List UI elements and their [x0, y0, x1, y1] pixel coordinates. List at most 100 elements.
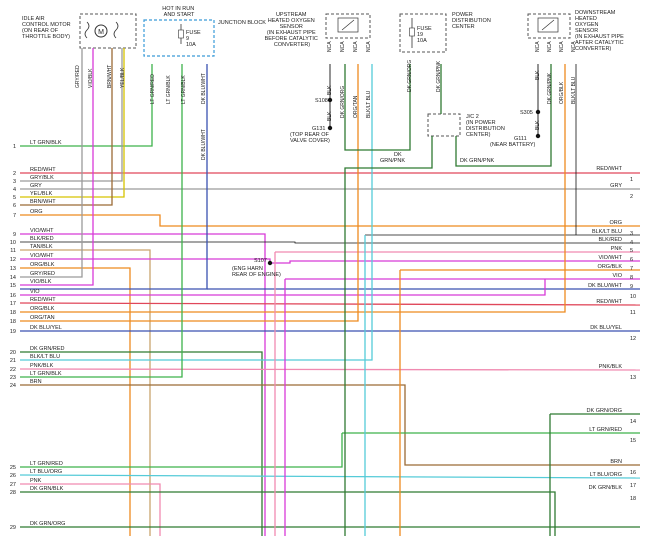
- label-dk-grn-pnk-right: DK GRN/PNK: [460, 158, 495, 164]
- pdc-fuse-number: 19: [417, 32, 423, 38]
- jc2-label-4: CENTER): [466, 132, 491, 138]
- left-pin-number: 5: [13, 195, 16, 201]
- coil-icon: [84, 21, 90, 39]
- idle-motor-label-1: IDLE AIR: [22, 16, 45, 22]
- right-pin-number: 15: [630, 438, 636, 444]
- svg-text:IDLE AIR CONTROL MOTOR: IDLE AIR CONTROL MOTOR (ON REAR OF THROT…: [22, 16, 72, 40]
- wire-vio-16: [20, 279, 546, 296]
- right-pin-number: 16: [630, 470, 636, 476]
- ground-dot: [327, 125, 333, 131]
- left-pin-number: 10: [10, 240, 16, 246]
- right-wire-label: ORG/BLK: [598, 264, 623, 270]
- right-pin-number: 13: [630, 375, 636, 381]
- left-wire-label: RED/WHT: [30, 167, 56, 173]
- wire-gry-red: [20, 48, 83, 278]
- splice-s108: S108: [315, 97, 333, 104]
- svg-text:G111 (NEAR BATTERY): G111 (NEAR BATTERY): [490, 136, 535, 148]
- motor-symbol-label: M: [98, 29, 104, 36]
- downstream-heated-oxygen-sensor: DOWNSTREAM HEATED OXYGEN SENSOR (IN EXHA…: [527, 10, 625, 52]
- left-pin-number: 25: [10, 465, 16, 471]
- right-wire-label: LT BLU/ORG: [590, 472, 622, 478]
- wire-vio-wht-12: [20, 258, 640, 264]
- vertical-labels: GRY/RED VIO/BLK BRN/WHT YEL/BLK LT GRN/R…: [75, 41, 577, 160]
- left-wire-label: TAN/BLK: [30, 244, 53, 250]
- jb-fuse-label: FUSE: [186, 30, 201, 36]
- idle-air-control-motor: M IDLE AIR CONTROL MOTOR (ON REAR OF THR…: [22, 13, 137, 49]
- wire-org-blk-13: [20, 267, 131, 536]
- left-pin-number: 14: [10, 275, 16, 281]
- left-pin-number: 7: [13, 213, 16, 219]
- left-wire-label: GRY: [30, 183, 42, 189]
- fuse-icon: [178, 24, 184, 44]
- label-dk-grn-pnk-1: DK: [394, 152, 402, 158]
- vlabel-lt-grn-red: LT GRN/RED: [150, 74, 156, 104]
- left-wire-label: ORG/BLK: [30, 306, 55, 312]
- downstream-label-2: HEATED: [575, 16, 597, 22]
- left-wire-label: PNK: [30, 478, 42, 484]
- label-dk-grn-pnk-2: GRN/PNK: [380, 158, 405, 164]
- downstream-label-4: SENSOR: [575, 28, 598, 34]
- wire-blk-red: [20, 241, 640, 244]
- wire-blk-lt-blu-21: [20, 64, 373, 361]
- jc2-label-3: DISTRIBUTION: [466, 126, 505, 132]
- downstream-pin-2: NCA: [547, 41, 553, 52]
- splice-s107: S107 (ENG HARN REAR OF ENGINE): [232, 258, 281, 278]
- downstream-label-7: CONVERTER): [575, 46, 611, 52]
- fuse-icon: [409, 18, 415, 48]
- wire-pnk-blk: [19, 368, 641, 371]
- right-pin-number: 11: [630, 310, 636, 316]
- jb-fuse-number: 9: [186, 36, 189, 42]
- wire-gry-blk: [20, 48, 123, 182]
- left-pin-number: 27: [10, 482, 16, 488]
- right-pin-number: 3: [630, 231, 633, 237]
- splice-dot: [327, 97, 333, 103]
- vlabel-lt-grn-blk-b: LT GRN/BLK: [181, 75, 187, 104]
- left-pin-number: 29: [10, 525, 16, 531]
- left-pin-number: 6: [13, 203, 16, 209]
- right-wire-label: DK BLU/YEL: [590, 325, 622, 331]
- left-pin-number: 23: [10, 375, 16, 381]
- sensor-icon: [541, 19, 555, 31]
- left-wire-label: VIO/WHT: [30, 228, 54, 234]
- vlabel-brn-wht: BRN/WHT: [107, 65, 113, 88]
- left-pin-number: 21: [10, 358, 16, 364]
- junction-block: HOT IN RUN AND START JUNCTION BLOCK FUSE…: [143, 6, 266, 57]
- vlabel-dk-blu-wht-lower: DK BLU/WHT: [201, 129, 207, 160]
- svg-text:DOWNSTREAM HEATED: DOWNSTREAM HEATED OXYGEN SENSOR (IN EXHA…: [575, 10, 625, 52]
- wire-jc2-dk-grn-pnk: [344, 136, 433, 536]
- right-wire-label: BLK/LT BLU: [592, 229, 622, 235]
- power-distribution-center: FUSE 19 10A POWER DISTRIBUTION CENTER: [399, 12, 491, 53]
- left-pin-number: 13: [10, 266, 16, 272]
- left-pin-number: 1: [13, 144, 16, 150]
- wire-org: [20, 214, 640, 227]
- sensor-icon: [341, 19, 355, 31]
- upstream-label-2: HEATED OXYGEN: [268, 18, 315, 24]
- upstream-label-1: UPSTREAM: [276, 12, 307, 18]
- vlabel-lt-grn-blk-a: LT GRN/BLK: [166, 75, 172, 104]
- left-pin-number: 4: [13, 187, 16, 193]
- right-pin-number: 12: [630, 336, 636, 342]
- g131-label: G131: [312, 126, 325, 132]
- left-pin-number: 24: [10, 383, 16, 389]
- right-wire-label: VIO: [613, 273, 623, 279]
- right-pin-number: 10: [630, 294, 636, 300]
- vlabel-pdc-dk-grn-pnk: DK GRN/PNK: [436, 60, 442, 92]
- left-pin-number: 15: [10, 283, 16, 289]
- junction-block-title: JUNCTION BLOCK: [218, 20, 266, 26]
- pdc-label-2: DISTRIBUTION: [452, 18, 491, 24]
- right-wire-label: RED/WHT: [596, 166, 622, 172]
- right-wire-label: DK BLU/WHT: [588, 283, 623, 289]
- g131-loc-1: (TOP REAR OF: [290, 132, 330, 138]
- left-wire-label: ORG/TAN: [30, 315, 55, 321]
- upstream-heated-oxygen-sensor: UPSTREAM HEATED OXYGEN SENSOR (IN EXHAUS…: [265, 12, 371, 48]
- wire-yel-blk: [20, 48, 125, 198]
- downstream-label-1: DOWNSTREAM: [575, 10, 616, 16]
- right-pin-number: 17: [630, 483, 636, 489]
- right-wire-label: GRY: [610, 183, 622, 189]
- wire-org-tan: [20, 64, 359, 322]
- upstream-pin-4: NCA: [366, 41, 372, 52]
- wire-lt-grn-blk-23: [20, 64, 183, 378]
- downstream-label-3: OXYGEN: [575, 22, 599, 28]
- ground-dot: [535, 133, 541, 139]
- left-pin-number: 18: [10, 319, 16, 325]
